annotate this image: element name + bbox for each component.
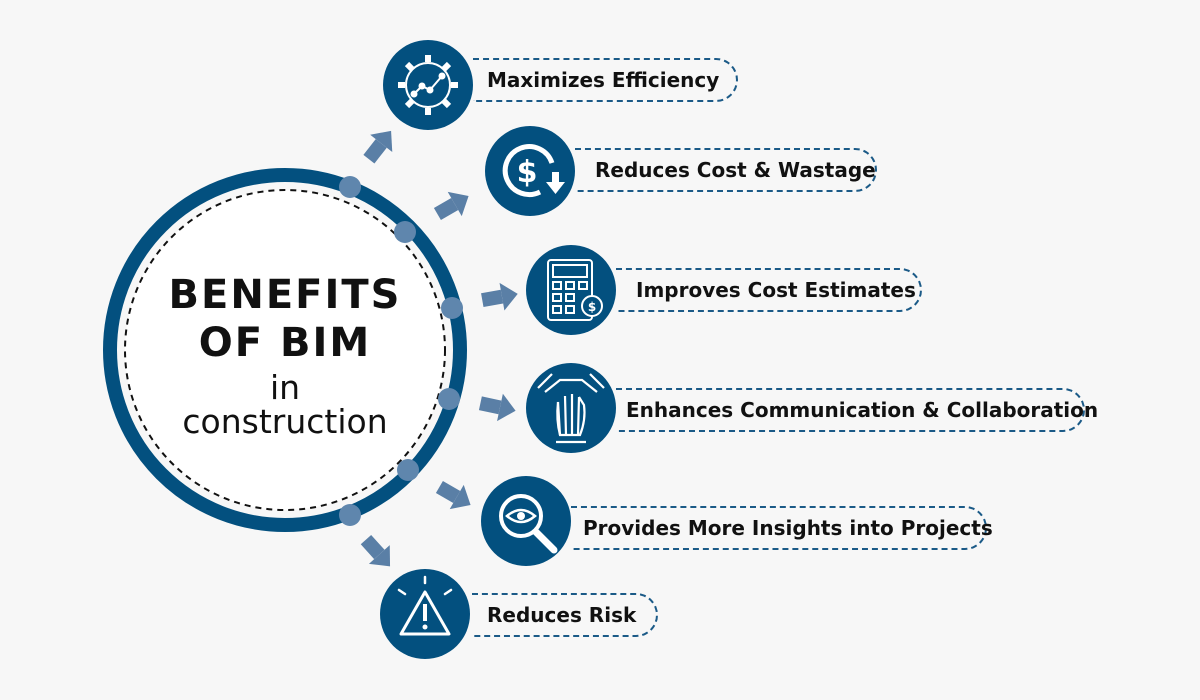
- benefit-text: Provides More Insights into Projects: [583, 516, 993, 540]
- benefit-text: Improves Cost Estimates: [636, 278, 916, 302]
- arrow-3: [481, 282, 518, 311]
- arrow-5: [435, 480, 471, 510]
- arrow-1: [363, 130, 393, 164]
- ring-dot: [394, 221, 416, 243]
- magnifier-eye-icon: [481, 476, 571, 566]
- ring-dot: [339, 504, 361, 526]
- hands-collaboration-icon: [526, 363, 616, 453]
- calculator-dollar-icon: $: [526, 245, 616, 335]
- ring-dot: [339, 176, 361, 198]
- ring-dots: [339, 176, 463, 526]
- gear-chart-icon: [383, 40, 473, 130]
- title-line-2: OF BIM: [198, 320, 372, 366]
- connector-arrows: [360, 130, 518, 567]
- benefit-text: Reduces Cost & Wastage: [595, 158, 876, 182]
- benefit-label-insights: Provides More Insights into Projects: [571, 506, 993, 550]
- central-outer-ring: [103, 168, 467, 532]
- benefit-text: Enhances Communication & Collaboration: [626, 398, 1099, 422]
- benefit-label-cost-estimates: Improves Cost Estimates: [616, 268, 922, 312]
- title-line-4: construction: [182, 402, 388, 441]
- dollar-down-icon: $: [485, 126, 575, 216]
- title-line-3: in: [269, 368, 301, 407]
- arrow-2: [433, 191, 469, 221]
- title-line-1: BENEFITS: [168, 272, 402, 318]
- benefit-text: Reduces Risk: [487, 603, 637, 627]
- benefit-label-communication: Enhances Communication & Collaboration: [616, 388, 1098, 432]
- svg-text:$: $: [588, 300, 596, 314]
- warning-triangle-icon: [380, 569, 470, 659]
- ring-dot: [441, 297, 463, 319]
- svg-text:$: $: [517, 155, 538, 190]
- ring-dot: [397, 459, 419, 481]
- arrow-4: [478, 393, 516, 422]
- ring-dot: [438, 388, 460, 410]
- benefit-label-reduces-risk: Reduces Risk: [472, 593, 658, 637]
- benefit-label-maximizes-efficiency: Maximizes Efficiency: [473, 58, 738, 102]
- arrow-6: [360, 534, 391, 567]
- benefit-label-reduces-cost: Reduces Cost & Wastage: [575, 148, 877, 192]
- benefit-text: Maximizes Efficiency: [487, 68, 720, 92]
- central-dashed-ring: [124, 189, 446, 511]
